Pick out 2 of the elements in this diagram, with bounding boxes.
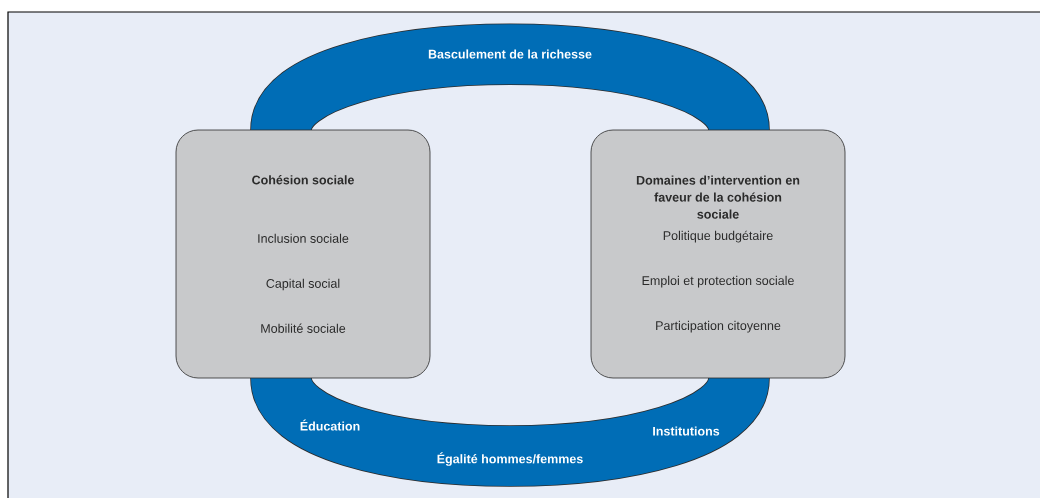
process-box: Cohésion sociale Inclusion sociale Capital social Mobilité sociale xyxy=(175,129,431,379)
process-box: Domaines d’intervention en faveur de la cohésion sociale Politique budgétaire Emploi et protection sociale Participation citoyenne xyxy=(590,129,846,379)
